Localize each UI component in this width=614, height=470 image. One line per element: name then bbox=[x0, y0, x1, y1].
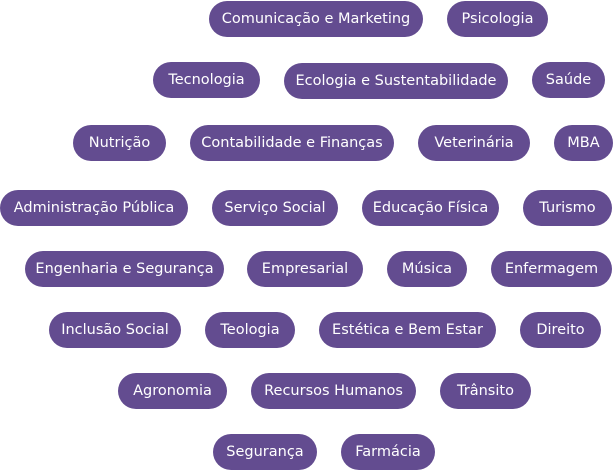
tag-label: Tecnologia bbox=[168, 72, 245, 88]
tag-label: Saúde bbox=[545, 72, 592, 88]
tag-comunicacao-e-marketing[interactable]: Comunicação e Marketing bbox=[209, 1, 423, 37]
tag-label: Serviço Social bbox=[224, 200, 326, 216]
tag-seguranca[interactable]: Segurança bbox=[213, 434, 317, 470]
tag-label: Música bbox=[401, 261, 453, 277]
tag-label: Contabilidade e Finanças bbox=[201, 135, 383, 151]
tag-turismo[interactable]: Turismo bbox=[523, 190, 612, 226]
tag-tecnologia[interactable]: Tecnologia bbox=[153, 62, 260, 98]
tag-enfermagem[interactable]: Enfermagem bbox=[491, 251, 612, 287]
tag-label: Veterinária bbox=[434, 135, 514, 151]
tag-educacao-fisica[interactable]: Educação Física bbox=[362, 190, 499, 226]
tag-psicologia[interactable]: Psicologia bbox=[447, 1, 548, 37]
tag-ecologia-e-sustentabilidade[interactable]: Ecologia e Sustentabilidade bbox=[284, 63, 508, 99]
tag-label: Engenharia e Segurança bbox=[35, 261, 214, 277]
tag-agronomia[interactable]: Agronomia bbox=[118, 373, 227, 409]
tag-recursos-humanos[interactable]: Recursos Humanos bbox=[251, 373, 416, 409]
tag-label: Empresarial bbox=[261, 261, 349, 277]
tag-mba[interactable]: MBA bbox=[554, 125, 613, 161]
tag-engenharia-e-seguranca[interactable]: Engenharia e Segurança bbox=[25, 251, 224, 287]
tag-empresarial[interactable]: Empresarial bbox=[247, 251, 363, 287]
tag-musica[interactable]: Música bbox=[387, 251, 467, 287]
tag-label: Enfermagem bbox=[504, 261, 599, 277]
tag-label: Turismo bbox=[539, 200, 596, 216]
tag-label: Segurança bbox=[226, 444, 304, 460]
tag-label: Farmácia bbox=[355, 444, 421, 460]
tag-label: Nutrição bbox=[88, 135, 151, 151]
tag-label: Agronomia bbox=[133, 383, 212, 399]
tag-label: Psicologia bbox=[461, 11, 534, 27]
tag-farmacia[interactable]: Farmácia bbox=[341, 434, 435, 470]
tag-label: Recursos Humanos bbox=[264, 383, 403, 399]
tag-label: Educação Física bbox=[372, 200, 489, 216]
tag-label: MBA bbox=[567, 135, 600, 151]
tag-direito[interactable]: Direito bbox=[520, 312, 601, 348]
tag-servico-social[interactable]: Serviço Social bbox=[212, 190, 338, 226]
tag-saude[interactable]: Saúde bbox=[532, 62, 605, 98]
tag-label: Inclusão Social bbox=[61, 322, 169, 338]
tag-teologia[interactable]: Teologia bbox=[205, 312, 295, 348]
tag-inclusao-social[interactable]: Inclusão Social bbox=[49, 312, 181, 348]
tag-estetica-e-bem-estar[interactable]: Estética e Bem Estar bbox=[319, 312, 496, 348]
tag-label: Trânsito bbox=[457, 383, 514, 399]
tag-label: Ecologia e Sustentabilidade bbox=[295, 73, 497, 89]
tag-label: Comunicação e Marketing bbox=[221, 11, 411, 27]
tag-contabilidade-e-financas[interactable]: Contabilidade e Finanças bbox=[190, 125, 394, 161]
tag-label: Teologia bbox=[220, 322, 280, 338]
tag-label: Estética e Bem Estar bbox=[332, 322, 483, 338]
tag-label: Administração Pública bbox=[13, 200, 175, 216]
tag-transito[interactable]: Trânsito bbox=[440, 373, 531, 409]
tag-nutricao[interactable]: Nutrição bbox=[73, 125, 166, 161]
tag-administracao-publica[interactable]: Administração Pública bbox=[0, 190, 188, 226]
tag-label: Direito bbox=[536, 322, 585, 338]
tag-veterinaria[interactable]: Veterinária bbox=[418, 125, 530, 161]
